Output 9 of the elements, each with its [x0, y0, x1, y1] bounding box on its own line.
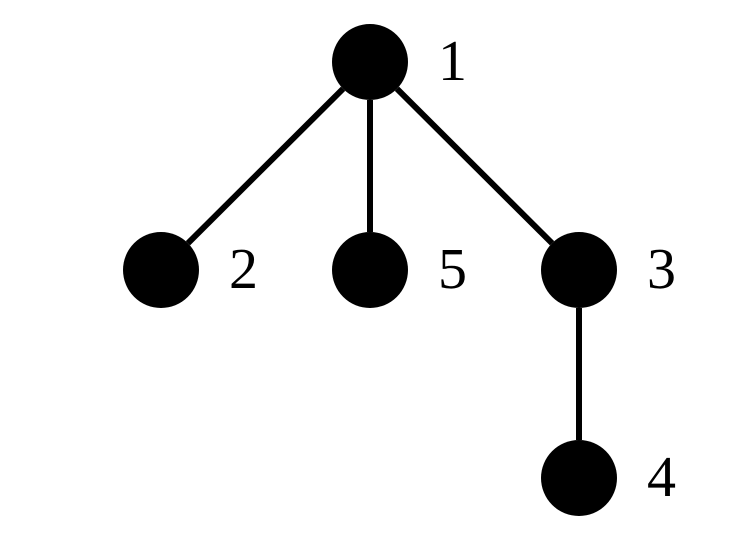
node-label: 2	[229, 240, 258, 298]
node-label: 5	[438, 240, 467, 298]
connector-line	[367, 100, 373, 232]
node-label: 1	[438, 32, 467, 90]
connector-line	[394, 86, 554, 246]
node-label: 3	[647, 240, 676, 298]
node-label: 4	[647, 448, 676, 506]
connector-line	[186, 86, 346, 246]
connector-line	[576, 308, 582, 440]
